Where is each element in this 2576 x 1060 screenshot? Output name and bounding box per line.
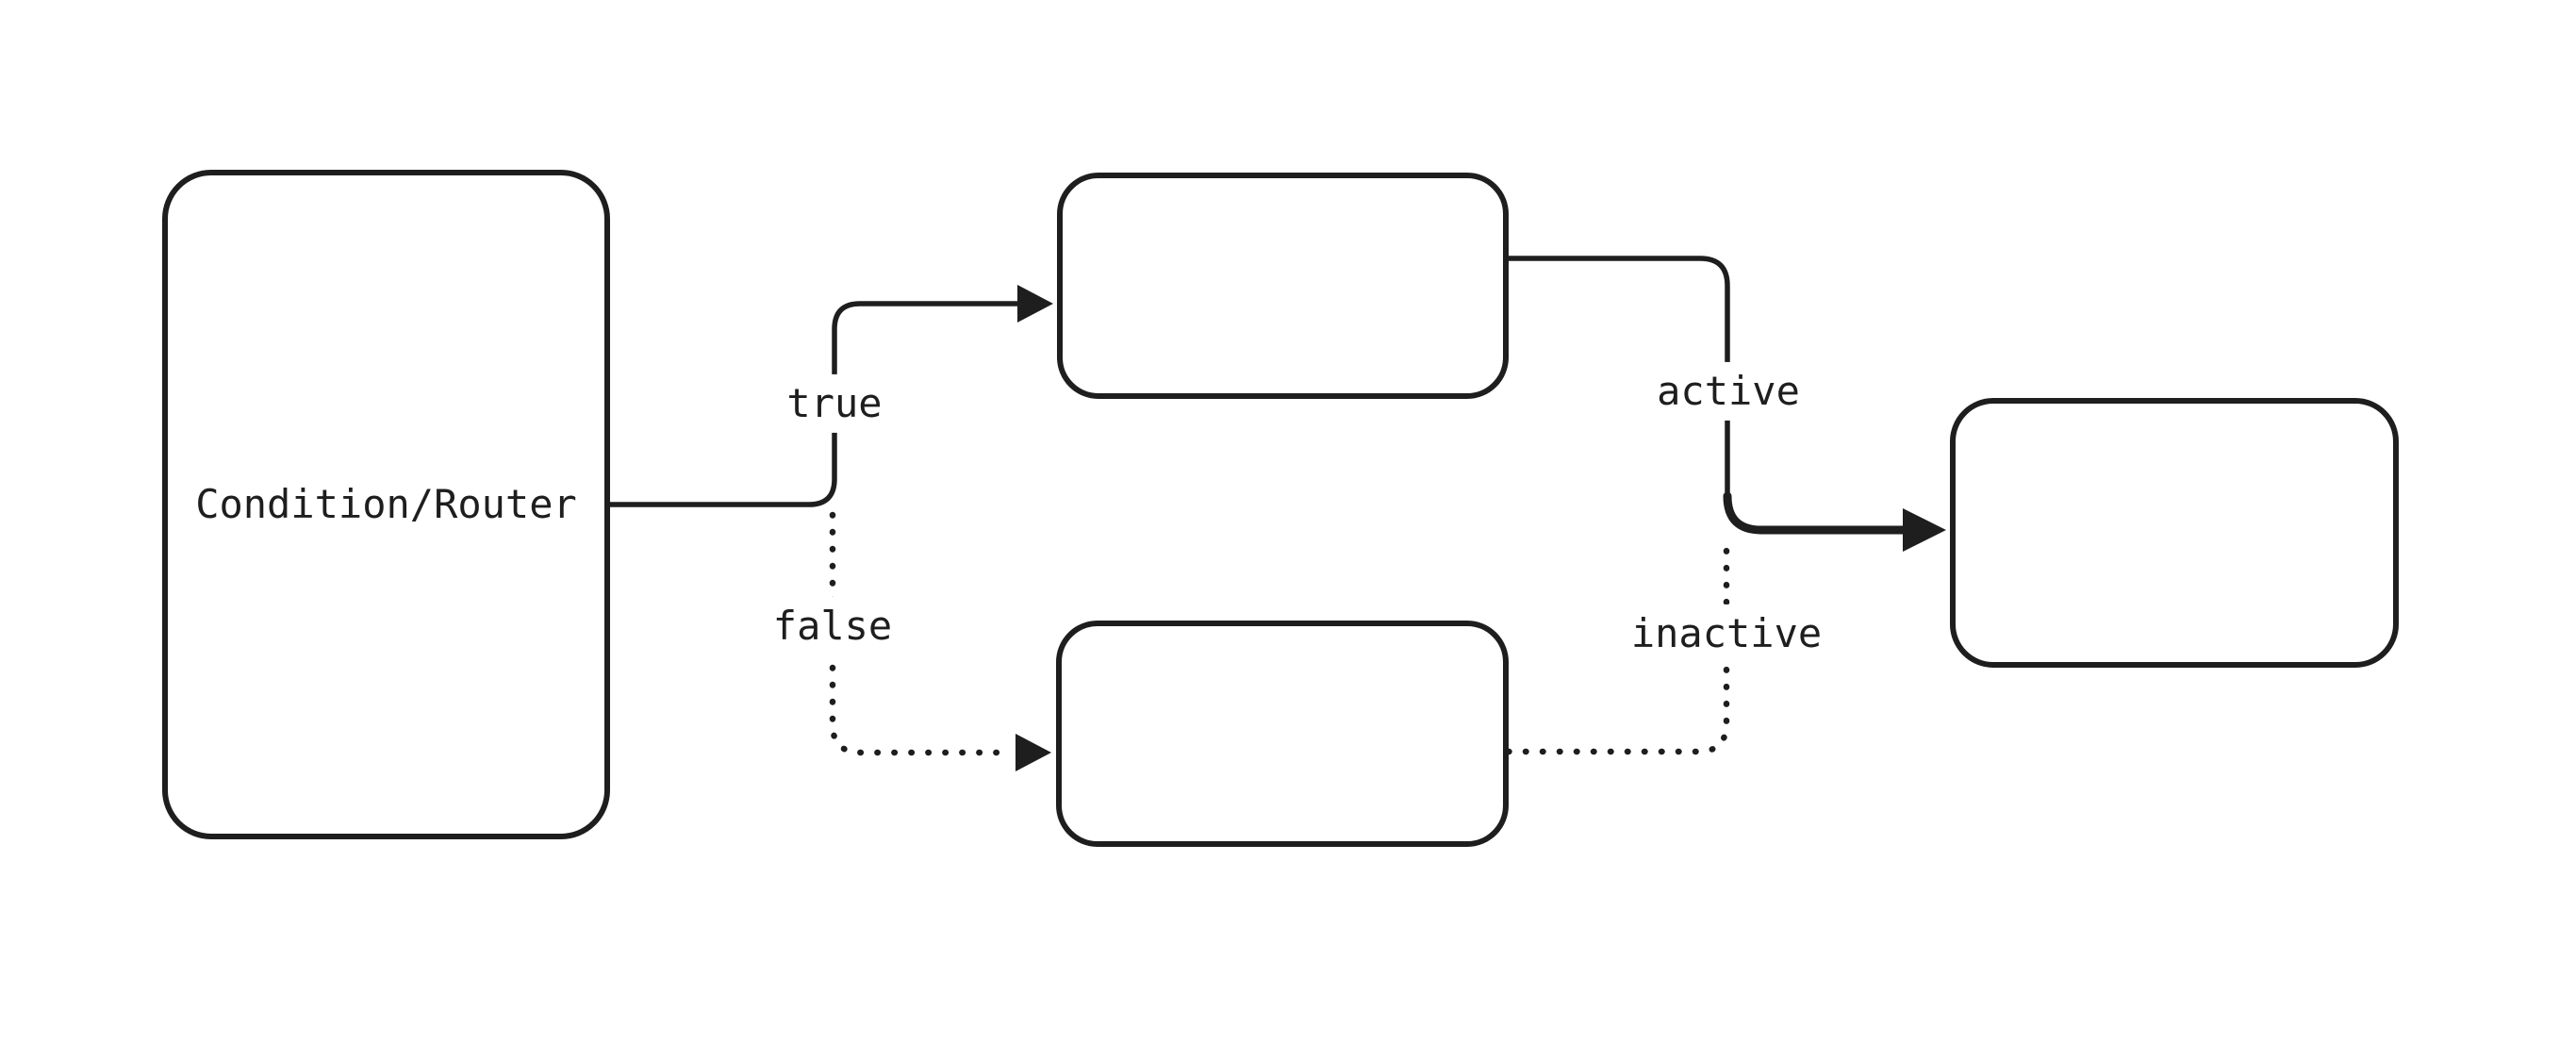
edge-label-inactive: inactive xyxy=(1625,604,1828,664)
node-output xyxy=(1950,398,2399,668)
edge-label-false: false xyxy=(767,596,899,656)
edge-label-true: true xyxy=(781,373,888,434)
node-false-branch xyxy=(1056,621,1509,847)
node-condition-router-label: Condition/Router xyxy=(195,480,577,527)
edge-active-arrowhead-icon xyxy=(1903,508,1946,552)
edge-label-active: active xyxy=(1651,361,1806,422)
edge-active-path-bold xyxy=(1723,491,1907,535)
node-true-branch xyxy=(1057,173,1509,399)
edge-false-arrowhead-icon xyxy=(1016,734,1051,771)
edge-true-arrowhead-icon xyxy=(1017,285,1053,323)
node-condition-router: Condition/Router xyxy=(162,170,610,839)
